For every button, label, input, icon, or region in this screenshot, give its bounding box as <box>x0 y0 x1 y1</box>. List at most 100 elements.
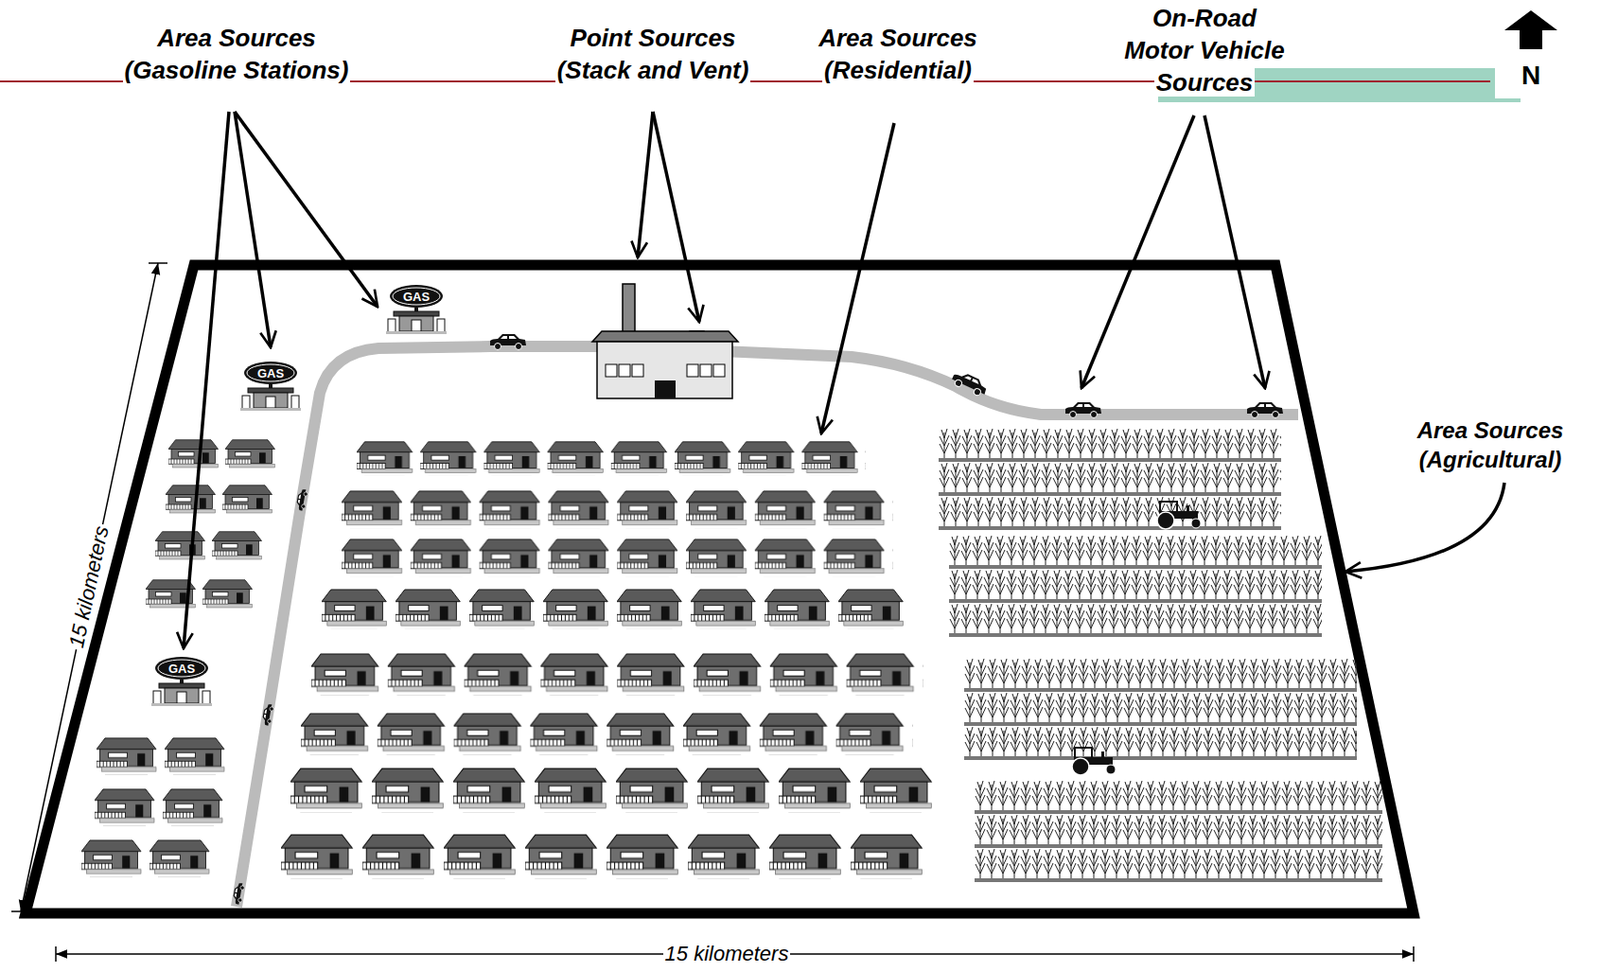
cars <box>1247 402 1284 419</box>
dimension-label: 15 kilometers <box>663 941 792 966</box>
inventory-boundary <box>25 264 1414 914</box>
residential-houses <box>356 440 866 476</box>
leader-lines <box>234 111 271 348</box>
gas-stations <box>240 384 301 411</box>
tractors <box>1072 747 1116 775</box>
leader-lines <box>1204 115 1266 388</box>
tractors <box>1072 501 1201 775</box>
residential-houses <box>356 440 866 476</box>
residential-houses <box>81 839 218 878</box>
cars <box>261 703 275 726</box>
factory <box>605 364 617 377</box>
dimension-lines <box>11 263 1414 962</box>
corn-fields <box>974 780 1383 882</box>
dimension-label-box: 15 kilometers <box>663 941 792 967</box>
gas-sign-oval <box>389 284 443 308</box>
residential-houses <box>155 530 269 563</box>
gas-stations <box>386 307 447 335</box>
residential-houses <box>96 737 233 775</box>
dimension-lines <box>148 262 168 264</box>
callout-label: Area Sources (Gasoline Stations) <box>123 23 352 85</box>
factory <box>597 341 733 399</box>
factory <box>632 364 644 377</box>
corn-fields <box>964 726 1357 757</box>
north-label: N <box>1519 60 1543 90</box>
corn-fields <box>964 687 1357 692</box>
callout-label-box: Area Sources (Gasoline Stations) <box>116 22 358 88</box>
residential-houses <box>321 588 913 630</box>
callout-label: Area Sources (Agricultural) <box>1415 417 1566 473</box>
corn-fields <box>949 603 1322 637</box>
residential-houses <box>155 530 269 563</box>
gas-stations <box>151 679 212 706</box>
callout-label: On-Road Motor Vehicle Sources <box>1122 3 1287 97</box>
residential-houses <box>94 788 231 827</box>
sign-text: GAS <box>243 366 299 381</box>
corn-fields <box>938 428 1282 530</box>
sign-text: GAS <box>154 661 210 676</box>
callout-label: Area Sources (Residential) <box>816 23 980 85</box>
factory <box>700 364 712 377</box>
corn-fields <box>974 848 1383 880</box>
corn-fields <box>949 603 1322 634</box>
residential-houses <box>290 767 942 812</box>
residential-houses <box>300 712 913 755</box>
corn-fields <box>964 692 1357 723</box>
corn-fields <box>974 843 1383 848</box>
north-arrow <box>1504 10 1558 50</box>
residential-houses <box>81 839 218 878</box>
leader-lines <box>821 123 895 434</box>
leader-lines <box>234 111 378 307</box>
corn-fields <box>949 535 1322 637</box>
corn-fields <box>974 814 1383 848</box>
corn-fields <box>938 526 1282 530</box>
residential-houses <box>145 579 260 611</box>
cars <box>490 334 527 351</box>
residential-houses <box>94 788 231 827</box>
residential-houses <box>341 490 893 528</box>
leader-lines <box>1345 482 1505 572</box>
callout-label-box: On-Road Motor Vehicle Sources <box>1119 2 1290 99</box>
dimension-label: 15 kilometers <box>63 521 113 651</box>
residential-houses <box>165 484 280 516</box>
factory <box>654 380 676 399</box>
corn-fields <box>949 569 1322 600</box>
corn-fields <box>938 428 1383 882</box>
gas-sign-oval <box>244 361 298 385</box>
factory <box>592 331 739 342</box>
residential-houses <box>341 490 893 528</box>
residential-houses <box>341 538 893 577</box>
residential-houses <box>165 484 280 516</box>
leader-lines <box>183 111 229 649</box>
leader-lines <box>183 111 1505 649</box>
leader-lines <box>1081 115 1195 388</box>
gas-sign-oval <box>155 656 209 680</box>
corn-fields <box>938 462 1282 496</box>
cars <box>231 334 1284 905</box>
callout-label: Point Sources (Stack and Vent) <box>555 23 752 85</box>
corn-fields <box>974 848 1383 882</box>
callout-label-box: Area Sources (Residential) <box>815 22 982 88</box>
corn-fields <box>949 598 1322 603</box>
factory <box>713 364 725 377</box>
cars <box>295 488 309 511</box>
residential-houses <box>81 439 942 879</box>
dimension-label-box: 15 kilometers <box>63 521 115 651</box>
corn-fields <box>938 457 1282 462</box>
residential-houses <box>300 712 913 755</box>
residential-houses <box>281 833 932 879</box>
residential-houses <box>321 588 913 630</box>
factory <box>618 364 631 377</box>
callout-label-box: Point Sources (Stack and Vent) <box>544 22 762 88</box>
leader-lines <box>637 111 653 258</box>
corn-fields <box>964 726 1357 760</box>
residential-houses <box>290 767 942 812</box>
residential-houses <box>168 439 282 471</box>
corn-fields <box>964 658 1357 760</box>
dimension-lines <box>20 263 159 912</box>
tractors <box>1157 501 1201 529</box>
corn-fields <box>974 878 1383 882</box>
residential-houses <box>341 538 893 577</box>
